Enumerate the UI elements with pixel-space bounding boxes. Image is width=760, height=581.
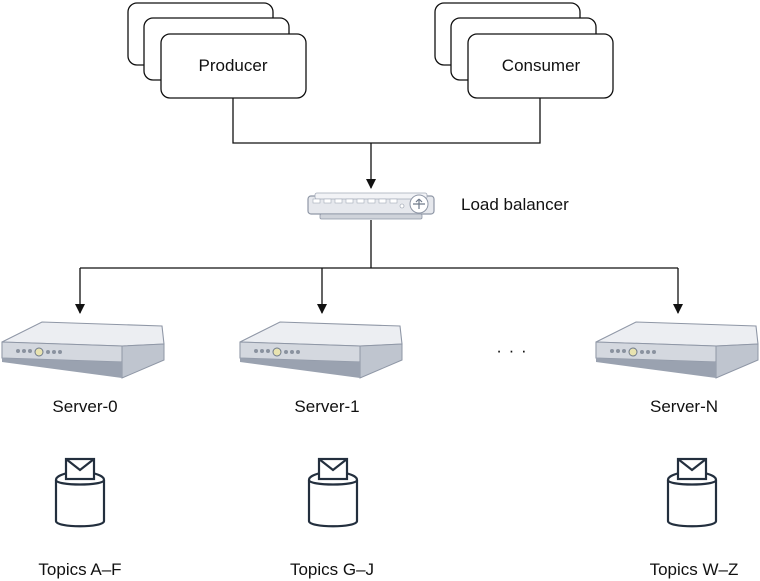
server-icon <box>239 321 403 379</box>
server-1-label: Server-1 <box>294 397 360 416</box>
producer-stack <box>127 2 307 99</box>
load-balancer-label: Load balancer <box>461 195 569 214</box>
consumer-label: Consumer <box>501 56 581 75</box>
topics-0-label: Topics A–F <box>38 560 122 579</box>
topics-1-label: Topics G–J <box>289 560 375 579</box>
load-balancer-distribution <box>80 220 678 269</box>
load-balancer-icon <box>307 192 435 220</box>
producer-label: Producer <box>198 56 268 75</box>
topic-storage-icon <box>307 457 359 528</box>
ellipsis-label: · · · <box>496 341 528 360</box>
server-icon <box>1 321 165 379</box>
topics-n-label: Topics W–Z <box>649 560 739 579</box>
topic-storage-icon <box>666 457 718 528</box>
server-0-label: Server-0 <box>52 397 118 416</box>
server-n-label: Server-N <box>649 397 719 416</box>
topic-storage-icon <box>54 457 106 528</box>
consumer-stack <box>434 2 614 99</box>
server-icon <box>595 321 759 379</box>
producer-consumer-connector <box>232 98 541 144</box>
